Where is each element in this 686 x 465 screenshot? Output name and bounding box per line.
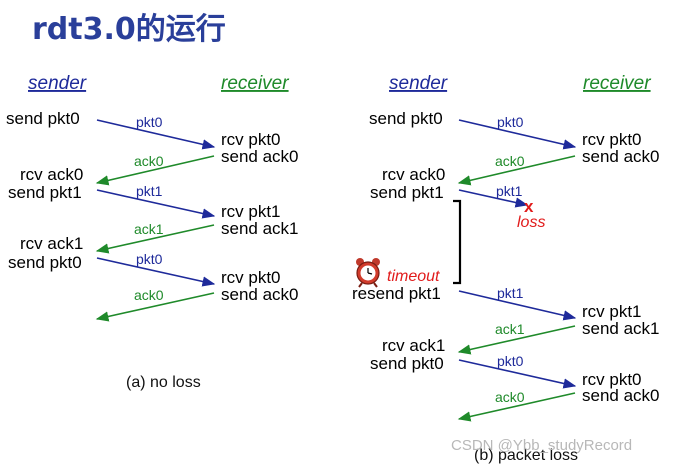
panel-no-loss: sender receiver send pkt0 rcv ack0 send …: [6, 73, 299, 391]
sender-event-a2: rcv ack0: [20, 165, 83, 184]
message-label-b3: pkt1: [496, 183, 523, 199]
message-label-a3: pkt1: [136, 183, 163, 199]
loss-x-icon: x: [524, 197, 534, 216]
packet-arrow-b3: [458, 290, 577, 321]
message-label-a2: ack0: [134, 153, 164, 169]
message-label-a5: pkt0: [136, 251, 163, 267]
receiver-event-a5: rcv pkt0: [221, 268, 281, 287]
ack-arrow-a3: [95, 292, 215, 322]
sender-heading-b: sender: [389, 73, 448, 94]
ack-arrow-b1: [457, 155, 576, 186]
ack-arrow-b2: [457, 325, 576, 355]
packet-arrow-a3: [96, 257, 216, 287]
receiver-event-b3: rcv pkt1: [582, 302, 642, 321]
timeout-label: timeout: [387, 268, 440, 285]
message-label-b4: pkt1: [497, 285, 524, 301]
lost-packet-arrow: [458, 189, 529, 208]
watermark: CSDN @Ybb_studyRecord: [451, 437, 632, 454]
receiver-event-b1: rcv pkt0: [582, 130, 642, 149]
receiver-event-b6: send ack0: [582, 386, 660, 405]
caption-packet-loss: (b) packet loss: [474, 447, 578, 464]
receiver-heading-b: receiver: [583, 73, 651, 94]
caption-no-loss: (a) no loss: [126, 374, 201, 391]
panel-packet-loss: sender receiver send pkt0 rcv ack0 send …: [352, 73, 660, 464]
sender-event-a1: send pkt0: [6, 109, 80, 128]
receiver-event-b5: rcv pkt0: [582, 370, 642, 389]
sender-event-a3: send pkt1: [8, 183, 82, 202]
receiver-event-a2: send ack0: [221, 147, 299, 166]
timeout-bracket: [453, 199, 462, 285]
packet-arrow-a1: [96, 119, 216, 150]
sender-event-b2: rcv ack0: [382, 165, 445, 184]
message-label-b6: pkt0: [497, 353, 524, 369]
sender-heading-a: sender: [28, 73, 87, 94]
sender-event-a4: rcv ack1: [20, 234, 83, 253]
receiver-event-a4: send ack1: [221, 219, 299, 238]
message-label-a1: pkt0: [136, 114, 163, 130]
message-label-b5: ack1: [495, 321, 525, 337]
message-label-a4: ack1: [134, 221, 164, 237]
receiver-event-b2: send ack0: [582, 147, 660, 166]
ack-arrow-b3: [457, 392, 576, 422]
packet-arrow-b1: [458, 119, 577, 150]
message-label-b1: pkt0: [497, 114, 524, 130]
receiver-heading-a: receiver: [221, 73, 289, 94]
sender-event-b5: rcv ack1: [382, 336, 445, 355]
sender-event-b4: resend pkt1: [352, 284, 441, 303]
sender-event-a5: send pkt0: [8, 253, 82, 272]
message-label-b7: ack0: [495, 389, 525, 405]
sender-event-b6: send pkt0: [370, 354, 444, 373]
message-label-b2: ack0: [495, 153, 525, 169]
sender-event-b3: send pkt1: [370, 183, 444, 202]
page-title: rdt3.0的运行: [32, 12, 226, 47]
ack-arrow-a1: [95, 155, 215, 186]
sender-event-b1: send pkt0: [369, 109, 443, 128]
receiver-event-a6: send ack0: [221, 285, 299, 304]
packet-arrow-a2: [96, 189, 216, 219]
receiver-event-a3: rcv pkt1: [221, 202, 281, 221]
loss-label: loss: [517, 214, 545, 231]
packet-arrow-b4: [458, 359, 577, 389]
message-label-a6: ack0: [134, 287, 164, 303]
ack-arrow-a2: [95, 224, 215, 254]
alarm-clock-icon: [356, 258, 380, 288]
receiver-event-b4: send ack1: [582, 319, 660, 338]
receiver-event-a1: rcv pkt0: [221, 130, 281, 149]
